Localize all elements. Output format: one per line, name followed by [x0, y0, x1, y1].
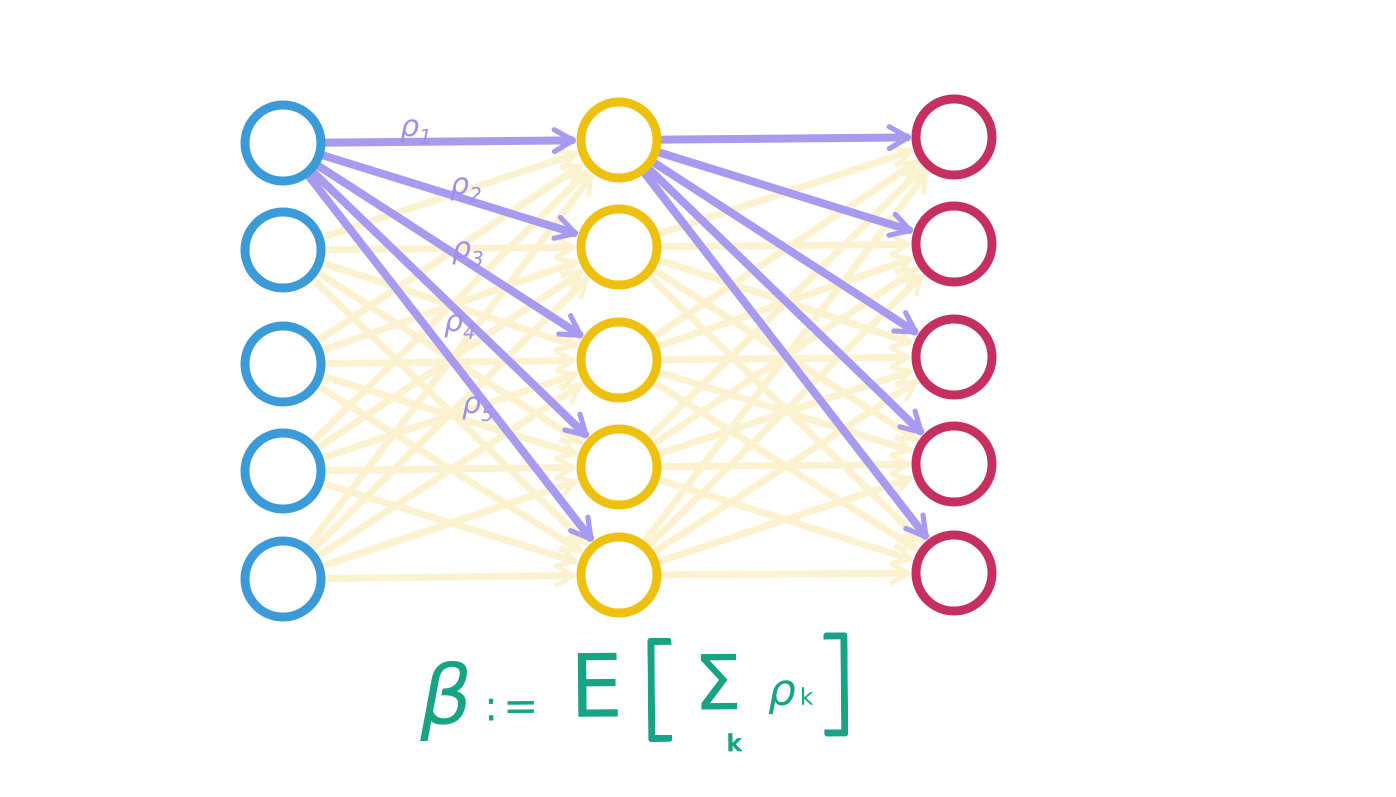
highlighted-edges [305, 124, 930, 542]
formula-sum-symbol: Σ [693, 638, 743, 728]
hidden-node-2 [576, 204, 662, 290]
highlight-edge-input1-hidden4 [309, 168, 590, 439]
highlight-edge-hidden1-output2 [656, 148, 914, 238]
input-node-4 [240, 428, 326, 514]
formula: β := E [ Σ k ρ k ] [419, 628, 890, 787]
highlight-edge-hidden1-output5 [641, 170, 930, 540]
input-node-1 [240, 100, 326, 186]
faint-edge-hidden5-output3 [651, 379, 919, 556]
formula-summand: ρ [767, 664, 797, 717]
highlight-edge-input1-hidden1 [321, 127, 577, 155]
formula-beta: β [419, 648, 473, 745]
highlight-edge-input1-hidden3 [315, 162, 584, 339]
faint-edge-hidden5-output5 [658, 561, 911, 586]
faint-edge-input5-hidden4 [320, 475, 578, 569]
input-node-3 [240, 321, 326, 407]
edge-label-rho-5: ρ5 [462, 386, 494, 426]
hidden-node-4 [576, 424, 662, 510]
highlight-edge-hidden1-output3 [651, 159, 919, 336]
highlight-edge-input1-hidden5 [305, 172, 595, 542]
output-node-4 [911, 421, 997, 507]
hidden-node-1 [576, 97, 662, 183]
formula-expectation: E [569, 635, 624, 738]
edge-label-rho-3: ρ3 [452, 231, 484, 271]
faint-edge-hidden5-output4 [656, 472, 913, 565]
output-node-5 [911, 530, 997, 616]
output-node-1 [911, 94, 997, 180]
faint-edge-input5-hidden3 [315, 382, 584, 560]
faint-edge-hidden5-output2 [646, 273, 925, 549]
highlight-edge-hidden1-output4 [645, 165, 925, 436]
formula-close-bracket: ] [823, 632, 849, 737]
faint-edge-input5-hidden5 [322, 563, 576, 588]
formula-open-bracket: [ [647, 637, 673, 743]
nodes [240, 94, 997, 622]
hidden-node-5 [576, 532, 662, 618]
highlight-edge-input1-hidden2 [320, 151, 579, 241]
formula-assign: := [483, 680, 544, 731]
formula-sum-index: k [726, 729, 743, 758]
input-node-5 [240, 536, 326, 622]
edge-label-rho-2: ρ2 [450, 167, 482, 207]
output-node-3 [911, 314, 997, 400]
highlight-edge-hidden1-output1 [657, 124, 912, 152]
input-node-2 [240, 207, 326, 293]
formula-summand-subscript: k [799, 684, 814, 711]
output-node-2 [911, 201, 997, 287]
edge-label-rho-1: ρ1 [400, 109, 432, 149]
faint-edge-input5-hidden2 [310, 276, 590, 553]
hidden-node-3 [576, 317, 662, 403]
